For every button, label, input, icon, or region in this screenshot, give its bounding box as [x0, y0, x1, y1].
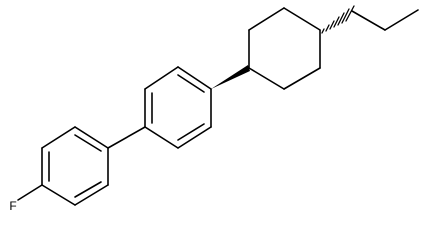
chemical-structure-diagram: F	[9, 5, 419, 213]
hash-mark	[325, 24, 330, 32]
hash-mark	[333, 16, 340, 28]
double-bond-inner	[74, 181, 102, 198]
fluorine-label: F	[9, 199, 16, 213]
hashed-bond	[321, 5, 355, 34]
propyl-bond	[384, 9, 419, 31]
bond	[74, 126, 109, 149]
hash-mark	[337, 12, 345, 26]
propyl-bond	[351, 10, 386, 31]
bond	[144, 66, 179, 90]
double-bond-inner	[177, 123, 205, 141]
bond	[248, 7, 285, 31]
phenyl-ring	[144, 66, 212, 149]
bond	[248, 67, 285, 90]
bond	[144, 126, 179, 149]
wedge-bond	[211, 65, 250, 89]
double-bond-inner	[177, 74, 205, 93]
bond	[177, 126, 212, 149]
bond	[74, 184, 109, 206]
bond	[283, 7, 321, 31]
carbon-fluorine-bond	[17, 184, 43, 201]
hash-mark	[341, 8, 350, 24]
hash-mark	[345, 5, 355, 22]
cyclohexane-ring	[248, 7, 321, 90]
bond	[283, 67, 321, 90]
hash-mark	[321, 28, 325, 34]
biaryl-bond	[107, 126, 146, 149]
fluorophenyl-ring	[41, 126, 109, 206]
double-bond-inner	[74, 134, 102, 152]
bond	[177, 66, 212, 90]
hash-mark	[329, 20, 335, 30]
bond	[41, 126, 76, 149]
bond	[41, 184, 76, 206]
